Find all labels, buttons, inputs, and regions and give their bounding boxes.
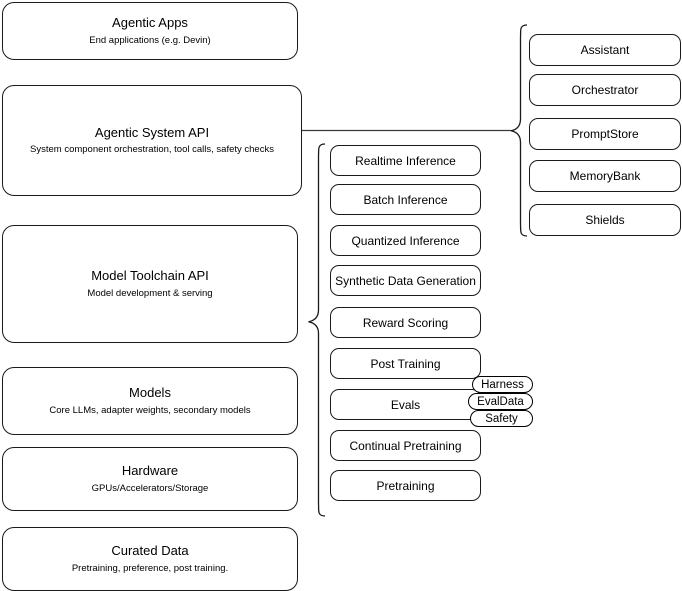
toolchain-item-post-training-label: Post Training xyxy=(370,356,441,371)
stack-box-curated-data[interactable]: Curated Data Pretraining, preference, po… xyxy=(2,527,298,591)
agentic-item-assistant-label: Assistant xyxy=(580,43,630,57)
stack-box-agentic-apps-subtitle: End applications (e.g. Devin) xyxy=(89,34,211,46)
toolchain-item-evals[interactable]: Evals xyxy=(330,389,481,420)
stack-box-curated-data-content: Curated Data Pretraining, preference, po… xyxy=(72,543,228,574)
eval-pill-safety-label: Safety xyxy=(485,412,518,425)
toolchain-item-realtime-inference-label: Realtime Inference xyxy=(355,153,456,168)
stack-box-model-toolchain-api-content: Model Toolchain API Model development & … xyxy=(87,268,212,299)
eval-pill-safety[interactable]: Safety xyxy=(470,410,533,427)
stack-box-model-toolchain-api-subtitle: Model development & serving xyxy=(87,287,213,299)
stack-box-agentic-system-api-subtitle: System component orchestration, tool cal… xyxy=(30,144,274,156)
agentic-item-memorybank[interactable]: MemoryBank xyxy=(529,160,681,192)
eval-pill-harness[interactable]: Harness xyxy=(472,376,533,393)
eval-pill-evaldata[interactable]: EvalData xyxy=(468,393,533,410)
toolchain-item-reward-scoring[interactable]: Reward Scoring xyxy=(330,307,481,338)
toolchain-item-continual-pretraining-label: Continual Pretraining xyxy=(349,438,462,453)
stack-box-hardware-title: Hardware xyxy=(121,463,179,479)
stack-box-hardware-content: Hardware GPUs/Accelerators/Storage xyxy=(92,463,209,494)
toolchain-item-evals-label: Evals xyxy=(390,397,421,412)
stack-box-curated-data-subtitle: Pretraining, preference, post training. xyxy=(71,562,229,574)
stack-box-models-subtitle: Core LLMs, adapter weights, secondary mo… xyxy=(49,404,251,416)
stack-box-hardware-subtitle: GPUs/Accelerators/Storage xyxy=(91,482,209,494)
stack-box-agentic-apps-content: Agentic Apps End applications (e.g. Devi… xyxy=(89,15,210,46)
toolchain-item-pretraining[interactable]: Pretraining xyxy=(330,470,481,501)
toolchain-item-pretraining-label: Pretraining xyxy=(376,478,435,493)
stack-box-models-content: Models Core LLMs, adapter weights, secon… xyxy=(49,385,250,416)
toolchain-item-post-training[interactable]: Post Training xyxy=(330,348,481,379)
toolchain-item-continual-pretraining[interactable]: Continual Pretraining xyxy=(330,430,481,461)
agentic-item-shields-label: Shields xyxy=(585,213,625,227)
toolchain-item-reward-scoring-label: Reward Scoring xyxy=(362,315,449,330)
toolchain-item-realtime-inference[interactable]: Realtime Inference xyxy=(330,145,481,176)
stack-box-agentic-system-api[interactable]: Agentic System API System component orch… xyxy=(2,85,302,196)
agentic-item-promptstore-label: PromptStore xyxy=(571,127,639,141)
eval-pill-evaldata-label: EvalData xyxy=(477,395,524,408)
stack-box-model-toolchain-api-title: Model Toolchain API xyxy=(91,268,209,284)
stack-box-agentic-apps[interactable]: Agentic Apps End applications (e.g. Devi… xyxy=(2,2,298,60)
toolchain-item-synthetic-data-generation[interactable]: Synthetic Data Generation xyxy=(330,265,481,296)
agentic-item-orchestrator-label: Orchestrator xyxy=(571,83,639,97)
stack-box-agentic-system-api-title: Agentic System API xyxy=(94,124,210,140)
eval-pill-harness-label: Harness xyxy=(481,378,524,391)
stack-box-models-title: Models xyxy=(129,385,171,401)
agentic-item-assistant[interactable]: Assistant xyxy=(529,34,681,66)
stack-box-hardware[interactable]: Hardware GPUs/Accelerators/Storage xyxy=(2,447,298,511)
toolchain-item-batch-inference[interactable]: Batch Inference xyxy=(330,184,481,215)
agentic-item-shields[interactable]: Shields xyxy=(529,204,681,236)
agentic-item-orchestrator[interactable]: Orchestrator xyxy=(529,74,681,106)
stack-box-models[interactable]: Models Core LLMs, adapter weights, secon… xyxy=(2,367,298,435)
toolchain-item-batch-inference-label: Batch Inference xyxy=(363,192,448,207)
stack-box-model-toolchain-api[interactable]: Model Toolchain API Model development & … xyxy=(2,225,298,343)
toolchain-item-synthetic-data-generation-label: Synthetic Data Generation xyxy=(335,273,476,288)
toolchain-item-quantized-inference[interactable]: Quantized Inference xyxy=(330,225,481,256)
agentic-item-promptstore[interactable]: PromptStore xyxy=(529,118,681,150)
toolchain-item-quantized-inference-label: Quantized Inference xyxy=(351,233,460,248)
stack-box-agentic-apps-title: Agentic Apps xyxy=(112,15,188,31)
stack-box-curated-data-title: Curated Data xyxy=(111,543,189,559)
agentic-item-memorybank-label: MemoryBank xyxy=(569,169,641,183)
stack-box-agentic-system-api-content: Agentic System API System component orch… xyxy=(30,125,274,156)
